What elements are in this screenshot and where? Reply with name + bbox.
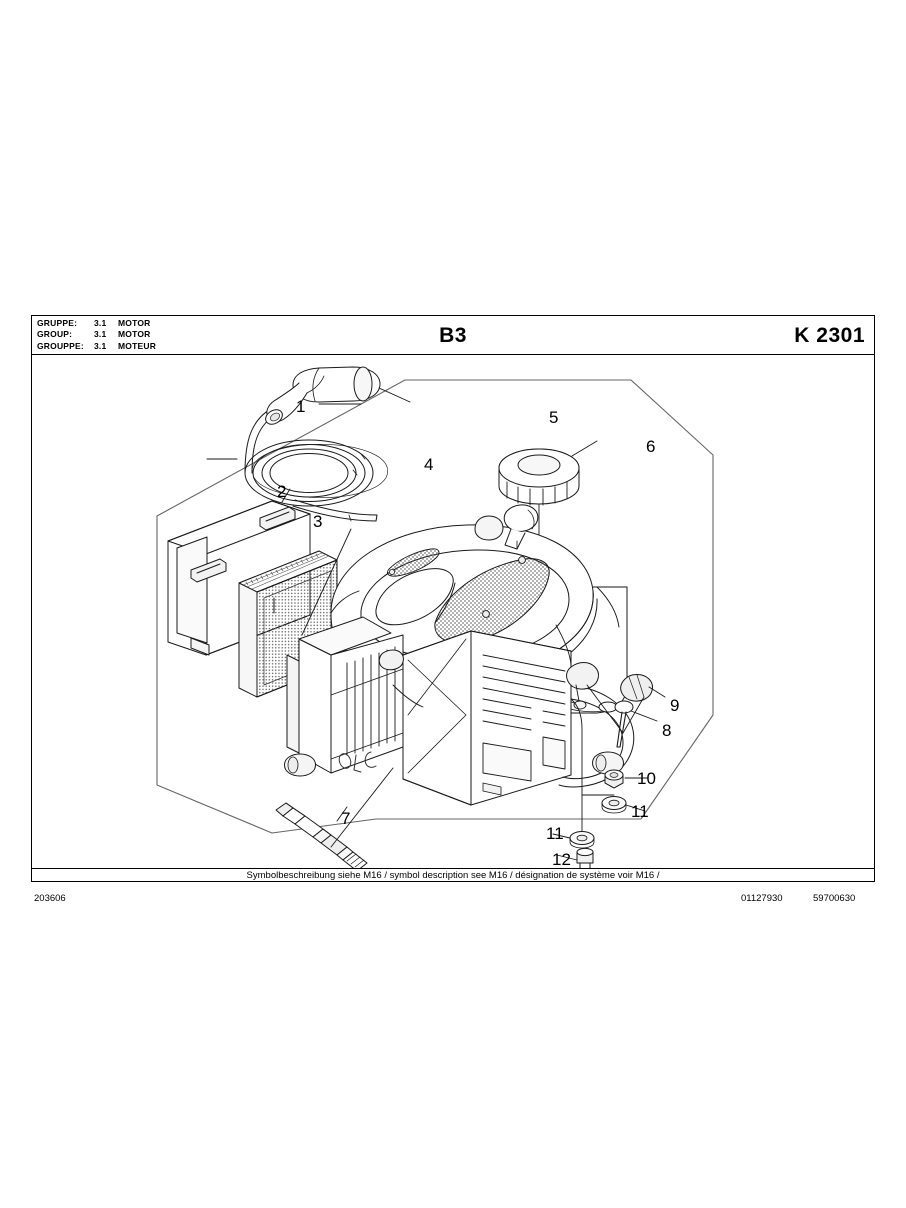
document-code-right: 59700630 bbox=[813, 893, 856, 904]
document-code-left: 203606 bbox=[34, 893, 66, 904]
group-name-de: MOTOR bbox=[118, 318, 151, 328]
bolt-stack-axis bbox=[570, 698, 615, 832]
leader-8-9-vee bbox=[586, 684, 645, 734]
document-code-mid: 01127930 bbox=[741, 893, 783, 904]
part-bolt-12 bbox=[576, 847, 594, 868]
leader-11-lower bbox=[552, 833, 571, 839]
group-number-en: 3.1 bbox=[94, 329, 107, 340]
engine-muffler-shield bbox=[402, 630, 572, 806]
part-nut-10 bbox=[604, 769, 624, 789]
callout-3: 3 bbox=[313, 512, 323, 531]
callout-12: 12 bbox=[552, 850, 571, 869]
callout-5: 5 bbox=[549, 408, 559, 427]
group-row-en: GROUP: 3.1 MOTOR bbox=[37, 329, 156, 340]
part-washer-11-upper bbox=[601, 796, 627, 814]
group-number-de: 3.1 bbox=[94, 318, 107, 328]
cover-latch-lower bbox=[190, 558, 227, 583]
group-name-fr: MOTEUR bbox=[118, 340, 157, 351]
drawing-frame bbox=[31, 315, 875, 882]
leader-7 bbox=[330, 767, 394, 848]
leader-9 bbox=[648, 686, 666, 698]
part-ignition-cable bbox=[244, 400, 389, 522]
footer-band: Symbolbeschreibung siehe M16 / symbol de… bbox=[31, 868, 875, 882]
group-label-fr: GROUPPE: bbox=[37, 340, 84, 351]
leader-5 bbox=[378, 387, 411, 403]
cover-latch-upper bbox=[259, 506, 296, 531]
engine-choke-lever bbox=[378, 649, 404, 671]
group-label-de: GRUPPE: bbox=[37, 318, 78, 328]
callout-9: 9 bbox=[670, 696, 680, 715]
part-spark-plug-boot bbox=[265, 366, 381, 425]
assembly-boundary-polygon bbox=[156, 379, 714, 834]
leader-6 bbox=[571, 440, 598, 457]
part-spark-plug bbox=[275, 802, 368, 868]
model-number: K 2301 bbox=[794, 324, 865, 347]
leader-3 bbox=[301, 528, 352, 636]
engine-nub-left bbox=[284, 753, 316, 777]
page-title: B3 bbox=[439, 324, 467, 347]
group-row-fr: GROUPPE: 3.1 MOTEUR bbox=[37, 341, 156, 352]
symbol-description-note: Symbolbeschreibung siehe M16 / symbol de… bbox=[246, 870, 660, 881]
leader-11-upper bbox=[625, 804, 646, 812]
engine-crankcase-base bbox=[284, 684, 635, 788]
group-label-en: GROUP: bbox=[37, 329, 73, 340]
group-name-en: MOTOR bbox=[118, 329, 151, 340]
callout-1: 1 bbox=[296, 397, 306, 416]
engine-exploded-illustration bbox=[31, 355, 875, 868]
ohc-marking bbox=[338, 751, 377, 773]
callout-2: 2 bbox=[277, 482, 287, 501]
engine-breather-port bbox=[474, 504, 539, 550]
group-number-fr: 3.1 bbox=[94, 340, 107, 351]
part-fuel-cap bbox=[498, 448, 580, 506]
callout-11: 11 bbox=[631, 802, 649, 821]
callout-10: 10 bbox=[637, 769, 656, 788]
callout-8: 8 bbox=[662, 721, 672, 740]
leader-2 bbox=[281, 488, 291, 503]
engine-throttle-link bbox=[566, 662, 599, 710]
engine-cylinder-block bbox=[286, 616, 404, 774]
part-pin-8 bbox=[614, 700, 634, 748]
part-washer-11-lower bbox=[569, 831, 595, 849]
leader-12 bbox=[556, 854, 578, 861]
callout-4: 4 bbox=[424, 455, 434, 474]
callout-11-lower: 11 bbox=[546, 824, 564, 843]
group-row-de: GRUPPE: 3.1 MOTOR bbox=[37, 318, 156, 329]
callout-7: 7 bbox=[341, 809, 351, 828]
callout-6: 6 bbox=[646, 437, 656, 456]
part-clip-9 bbox=[620, 674, 653, 702]
